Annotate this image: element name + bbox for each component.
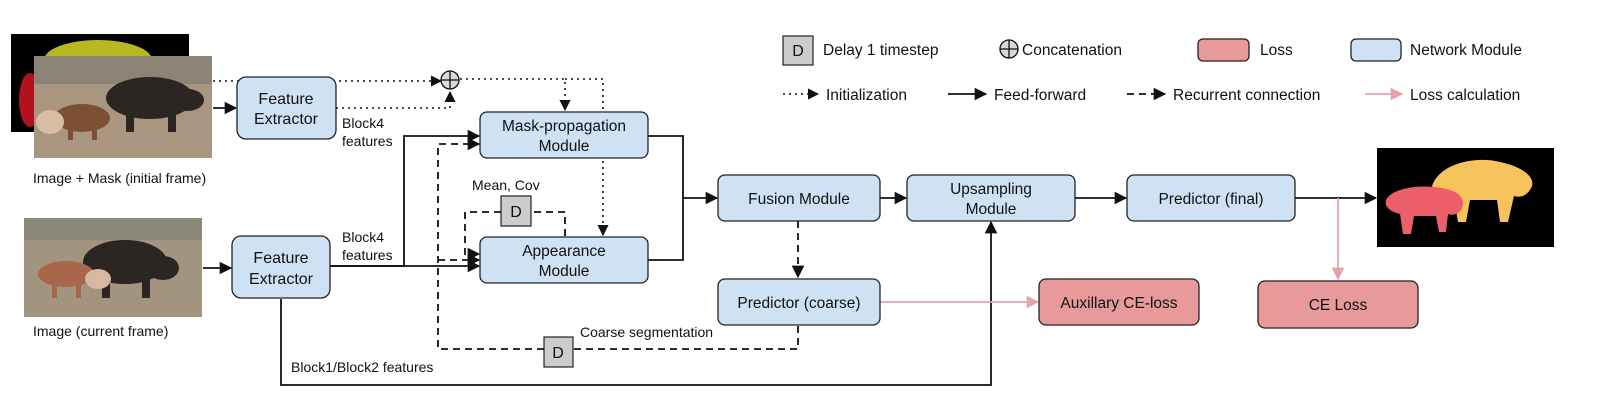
- legend-delay-symbol: D: [792, 43, 804, 60]
- upsampling-line2: Module: [966, 201, 1017, 218]
- edge-delay-to-modules: [437, 137, 544, 350]
- block12-features-label: Block1/Block2 features: [291, 359, 433, 375]
- legend-delay-label: Delay 1 timestep: [823, 42, 938, 59]
- block4-bottom-line1: Block4: [342, 229, 384, 245]
- predictor-coarse-label: Predictor (coarse): [737, 295, 860, 312]
- legend-loss-label: Loss: [1260, 42, 1293, 59]
- output-segmentation-image: [1377, 148, 1554, 247]
- delay-box-coarse: D: [543, 336, 574, 368]
- feature-extractor-bottom-line2: Extractor: [249, 271, 314, 288]
- feature-extractor-bottom-line1: Feature: [253, 250, 308, 267]
- auxiliary-loss-label: Auxillary CE-loss: [1060, 295, 1177, 312]
- feature-extractor-top-line2: Extractor: [254, 111, 319, 128]
- edge-block12-to-upsampling: [280, 220, 998, 386]
- legend-recurrent-label: Recurrent connection: [1173, 87, 1320, 104]
- ce-loss-label: CE Loss: [1309, 297, 1368, 314]
- predictor-final-module: Predictor (final): [1126, 174, 1296, 222]
- fusion-module: Fusion Module: [717, 174, 881, 222]
- current-frame-caption: Image (current frame): [33, 323, 168, 339]
- predictor-final-label: Predictor (final): [1158, 191, 1263, 208]
- legend: D Delay 1 timestep Concatenation Loss Ne…: [782, 35, 1522, 104]
- concatenation-icon: [999, 39, 1019, 59]
- edge-concat-to-maskprop: [460, 78, 571, 112]
- legend-initialization-label: Initialization: [826, 87, 907, 104]
- legend-loss-swatch: [1197, 38, 1250, 62]
- block4-bottom-line2: features: [342, 247, 393, 263]
- legend-network-swatch: [1350, 38, 1402, 62]
- ce-loss-box: CE Loss: [1257, 280, 1419, 329]
- delay-box-appearance: D: [500, 195, 532, 227]
- legend-loss-calc-label: Loss calculation: [1410, 87, 1520, 104]
- edge-appearance-to-delay: [531, 211, 566, 236]
- feature-extractor-top: Feature Extractor: [236, 76, 337, 140]
- concatenation-node-icon: [440, 70, 460, 90]
- legend-concatenation-label: Concatenation: [1022, 42, 1122, 59]
- edge-concat-to-appearance: [565, 78, 609, 237]
- edge-maskprop-to-fusion: [648, 135, 719, 205]
- appearance-module: Appearance Module: [479, 236, 649, 284]
- coarse-segmentation-label: Coarse segmentation: [580, 324, 713, 340]
- initial-frame-caption: Image + Mask (initial frame): [33, 170, 206, 186]
- appearance-line2: Module: [539, 263, 590, 280]
- legend-network-label: Network Module: [1410, 42, 1522, 59]
- delay-appearance-symbol: D: [510, 204, 522, 221]
- edge-appearance-to-fusion: [648, 198, 684, 261]
- delay-coarse-symbol: D: [552, 345, 564, 362]
- initial-frame-photo: [34, 56, 212, 158]
- mask-propagation-line2: Module: [539, 138, 590, 155]
- block4-top-line2: features: [342, 133, 393, 149]
- feature-extractor-bottom: Feature Extractor: [231, 235, 331, 299]
- mask-propagation-module: Mask-propagation Module: [479, 111, 649, 159]
- edge-featext-to-concat: [336, 90, 456, 109]
- edge-delay-to-appearance-meancov: [464, 211, 501, 261]
- fusion-label: Fusion Module: [748, 191, 850, 208]
- feature-extractor-top-line1: Feature: [258, 91, 313, 108]
- upsampling-line1: Upsampling: [950, 181, 1032, 198]
- auxiliary-loss-box: Auxillary CE-loss: [1038, 278, 1200, 326]
- block4-top-line1: Block4: [342, 115, 384, 131]
- legend-delay-swatch: [782, 35, 814, 66]
- mean-cov-label: Mean, Cov: [472, 177, 540, 193]
- current-frame-photo: [24, 218, 202, 317]
- mask-propagation-line1: Mask-propagation: [502, 118, 626, 135]
- edge-coarse-to-delay: [573, 326, 799, 350]
- legend-feedforward-label: Feed-forward: [994, 87, 1086, 104]
- appearance-line1: Appearance: [522, 243, 606, 260]
- upsampling-module: Upsampling Module: [906, 174, 1076, 222]
- predictor-coarse-module: Predictor (coarse): [717, 278, 881, 326]
